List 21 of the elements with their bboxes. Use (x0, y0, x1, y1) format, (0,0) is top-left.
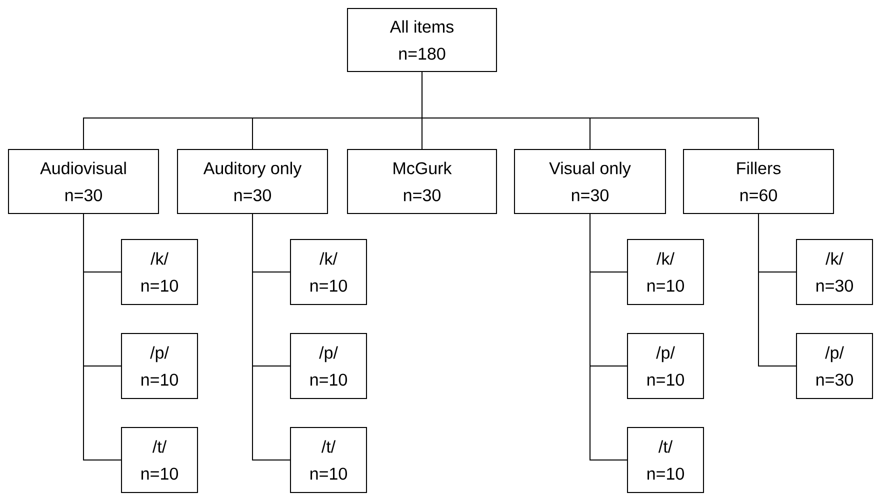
subcategory-box: /p/ n=30 (796, 333, 873, 399)
connector-line (758, 214, 796, 366)
subcategory-box: /k/ n=10 (627, 239, 704, 305)
connector-line (83, 214, 122, 460)
connector-line (590, 214, 628, 460)
category-box: Audiovisual n=30 (8, 149, 159, 214)
subcategory-box: /p/ n=10 (121, 333, 198, 399)
subcategory-box: /k/ n=30 (796, 239, 873, 305)
category-box: Fillers n=60 (683, 149, 834, 214)
category-box: Auditory only n=30 (177, 149, 328, 214)
subcategory-box: /t/ n=10 (627, 427, 704, 493)
connector-line (252, 214, 290, 460)
subcategory-box: /t/ n=10 (290, 427, 367, 493)
subcategory-box: /p/ n=10 (627, 333, 704, 399)
subcategory-box: /p/ n=10 (290, 333, 367, 399)
root-box: All items n=180 (347, 8, 497, 72)
category-box: Visual only n=30 (514, 149, 666, 214)
category-box: McGurk n=30 (347, 149, 497, 214)
subcategory-box: /t/ n=10 (121, 427, 198, 493)
subcategory-box: /k/ n=10 (121, 239, 198, 305)
subcategory-box: /k/ n=10 (290, 239, 367, 305)
